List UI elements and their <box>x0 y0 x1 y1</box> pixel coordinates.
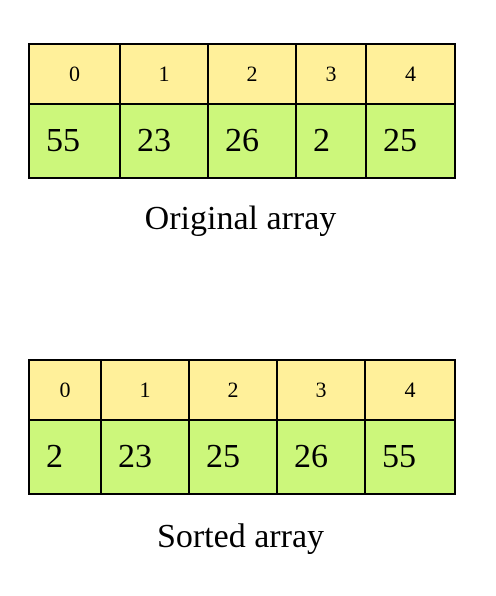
original-index-row: 0 1 2 3 4 <box>28 43 456 105</box>
sorted-value-cell: 23 <box>100 419 190 495</box>
sorted-index-row: 0 1 2 3 4 <box>28 359 456 421</box>
sorted-index-cell: 0 <box>28 359 102 421</box>
sorted-index-cell: 4 <box>364 359 456 421</box>
sorted-index-cell: 1 <box>100 359 190 421</box>
sorted-value-cell: 26 <box>276 419 366 495</box>
original-array-caption: Original array <box>144 200 337 237</box>
original-value-cell: 23 <box>119 103 209 179</box>
sorted-array-table: 0 1 2 3 4 2 23 25 26 55 <box>28 359 456 495</box>
original-value-cell: 55 <box>28 103 121 179</box>
original-value-cell: 2 <box>295 103 367 179</box>
sorted-value-cell: 55 <box>364 419 456 495</box>
original-index-cell: 4 <box>365 43 456 105</box>
original-value-cell: 26 <box>207 103 297 179</box>
original-value-cell: 25 <box>365 103 456 179</box>
original-index-cell: 3 <box>295 43 367 105</box>
sorted-value-cell: 2 <box>28 419 102 495</box>
original-value-row: 55 23 26 2 25 <box>28 103 456 179</box>
sorted-value-row: 2 23 25 26 55 <box>28 419 456 495</box>
sorted-index-cell: 2 <box>188 359 278 421</box>
sorted-index-cell: 3 <box>276 359 366 421</box>
original-array-table: 0 1 2 3 4 55 23 26 2 25 <box>28 43 456 179</box>
original-index-cell: 2 <box>207 43 297 105</box>
sorted-array-caption: Sorted array <box>156 518 325 555</box>
original-index-cell: 0 <box>28 43 121 105</box>
sorted-value-cell: 25 <box>188 419 278 495</box>
original-index-cell: 1 <box>119 43 209 105</box>
